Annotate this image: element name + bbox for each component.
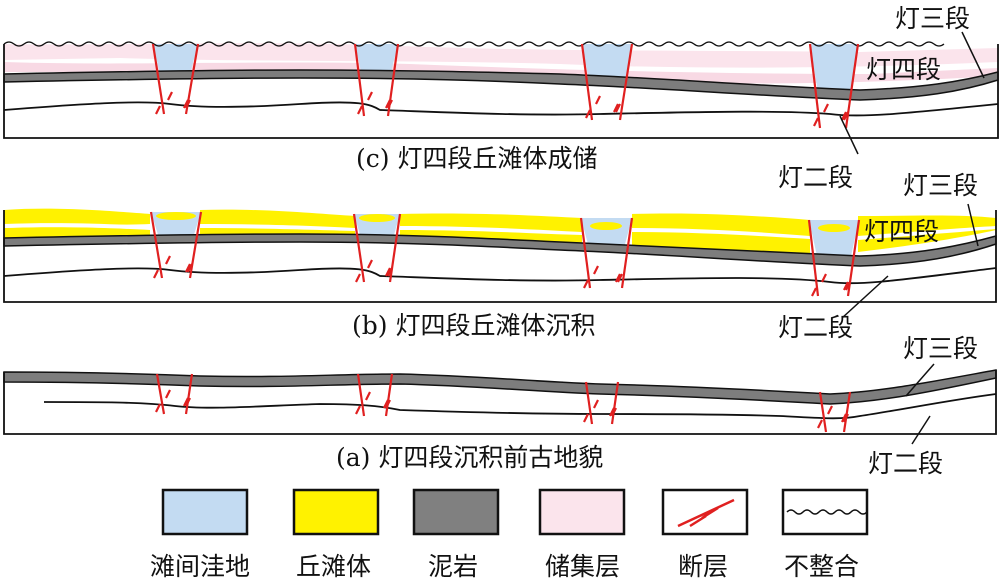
panel-c: 灯三段 灯四段 灯二段 (c) 灯四段丘滩体成储 — [3, 4, 999, 192]
label-deng3: 灯三段 — [895, 4, 970, 33]
unconformity-line — [3, 41, 945, 47]
panel-frame — [3, 44, 999, 139]
stratum-boundary — [3, 101, 999, 117]
panel-frame — [3, 370, 997, 435]
label-leader — [839, 115, 859, 155]
mound-shoal-lens — [359, 214, 395, 222]
fault — [149, 211, 861, 297]
white-stripes — [4, 223, 996, 240]
inter-shoal-depression — [810, 44, 858, 92]
legend-swatch — [538, 488, 626, 536]
label-deng3: 灯三段 — [903, 171, 978, 200]
panel-a: 灯三段 灯二段 (a) 灯四段沉积前古地貌 — [3, 334, 997, 478]
panel-caption: (b) 灯四段丘滩体沉积 — [352, 311, 595, 340]
label-deng2: 灯二段 — [778, 313, 853, 342]
legend-swatch — [412, 488, 500, 536]
inter-shoal-depression — [355, 44, 398, 76]
legend-label: 丘滩体 — [296, 552, 371, 581]
stratum-boundary — [3, 267, 997, 285]
legend-label: 泥岩 — [428, 552, 478, 581]
label-deng2: 灯二段 — [778, 163, 853, 192]
legend-label: 不整合 — [784, 552, 859, 581]
label-deng2: 灯二段 — [868, 449, 943, 478]
legend-swatch — [292, 488, 380, 536]
label-leader — [841, 275, 889, 319]
panel-caption: (c) 灯四段丘滩体成储 — [356, 144, 597, 173]
legend-label: 断层 — [678, 552, 728, 581]
legend-swatch — [161, 488, 249, 536]
reservoir-layer — [4, 43, 998, 68]
fault — [155, 373, 852, 433]
legend-item-fault: 断层 — [661, 488, 749, 581]
legend-label: 滩间洼地 — [150, 552, 250, 581]
legend: 滩间洼地 丘滩体 泥岩 储集层 断层 不整合 — [150, 488, 869, 581]
label-leader — [911, 415, 931, 445]
label-leader — [905, 363, 935, 397]
label-deng4: 灯四段 — [864, 217, 939, 246]
label-leader — [961, 31, 985, 79]
mound-shoal-layer — [200, 209, 355, 238]
mudstone-layer — [3, 369, 997, 405]
legend-item-mound-shoal: 丘滩体 — [292, 488, 380, 581]
inter-shoal-depression — [153, 44, 198, 74]
unconformity-symbol — [786, 509, 868, 515]
panel-b: 灯三段 灯四段 灯二段 (b) 灯四段丘滩体沉积 — [3, 171, 997, 342]
legend-item-unconformity: 不整合 — [781, 488, 869, 581]
mound-shoal-lens — [590, 222, 622, 230]
legend-item-depression: 滩间洼地 — [150, 488, 250, 581]
label-deng3: 灯三段 — [903, 334, 978, 363]
legend-label: 储集层 — [545, 552, 620, 581]
legend-item-mudstone: 泥岩 — [412, 488, 500, 581]
fault-symbol — [677, 498, 735, 528]
panel-frame — [3, 210, 997, 303]
legend-item-reservoir: 储集层 — [538, 488, 626, 581]
mound-shoal-layer — [4, 208, 150, 226]
label-leader — [967, 203, 979, 247]
mound-shoal-lens — [156, 212, 196, 220]
legend-swatch — [661, 488, 749, 536]
panel-caption: (a) 灯四段沉积前古地貌 — [336, 443, 603, 472]
mound-shoal-lens — [818, 224, 850, 232]
label-deng4: 灯四段 — [866, 55, 941, 84]
fault — [151, 43, 860, 129]
